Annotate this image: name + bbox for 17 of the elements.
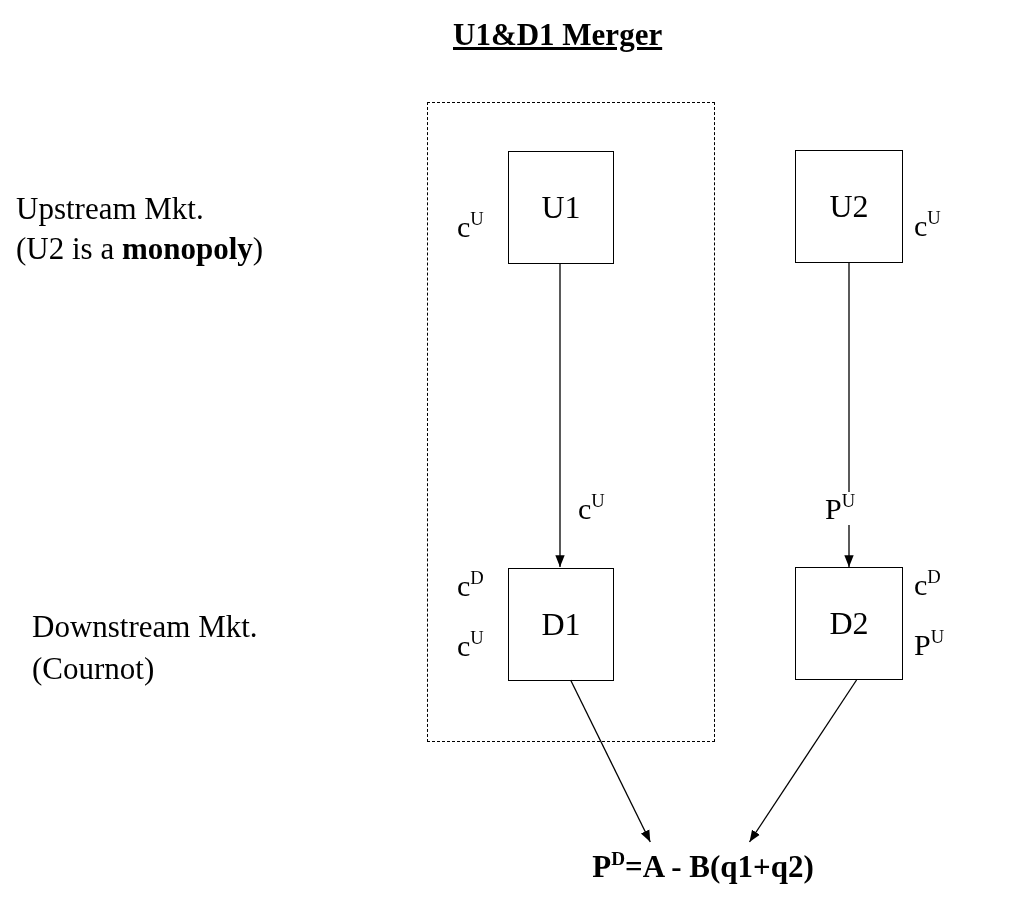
cost-label: c$^{U}$: [457, 629, 484, 662]
diagram-title: U1&D1 Merger: [453, 18, 663, 53]
market-label: (Cournot): [32, 652, 155, 687]
cost-label: c$^{U}$: [914, 209, 941, 242]
cost-label: P$^{U}$: [914, 628, 945, 661]
market-label: (U2 is a monopoly): [16, 232, 264, 267]
market-label: Downstream Mkt.: [32, 610, 258, 645]
arrow: [555, 262, 565, 568]
cost-label: c$^{D}$: [914, 568, 941, 601]
arrow: [748, 679, 858, 843]
arrow: [844, 262, 854, 568]
cost-label: c$^{U}$: [457, 210, 484, 243]
edge-label: P$^{U}$: [825, 492, 856, 525]
cost-label: c$^{D}$: [457, 569, 484, 602]
market-label: Upstream Mkt.: [16, 192, 204, 227]
arrow: [569, 679, 651, 843]
demand-equation: P$^{D}$=A - B(q1+q2): [548, 842, 858, 892]
